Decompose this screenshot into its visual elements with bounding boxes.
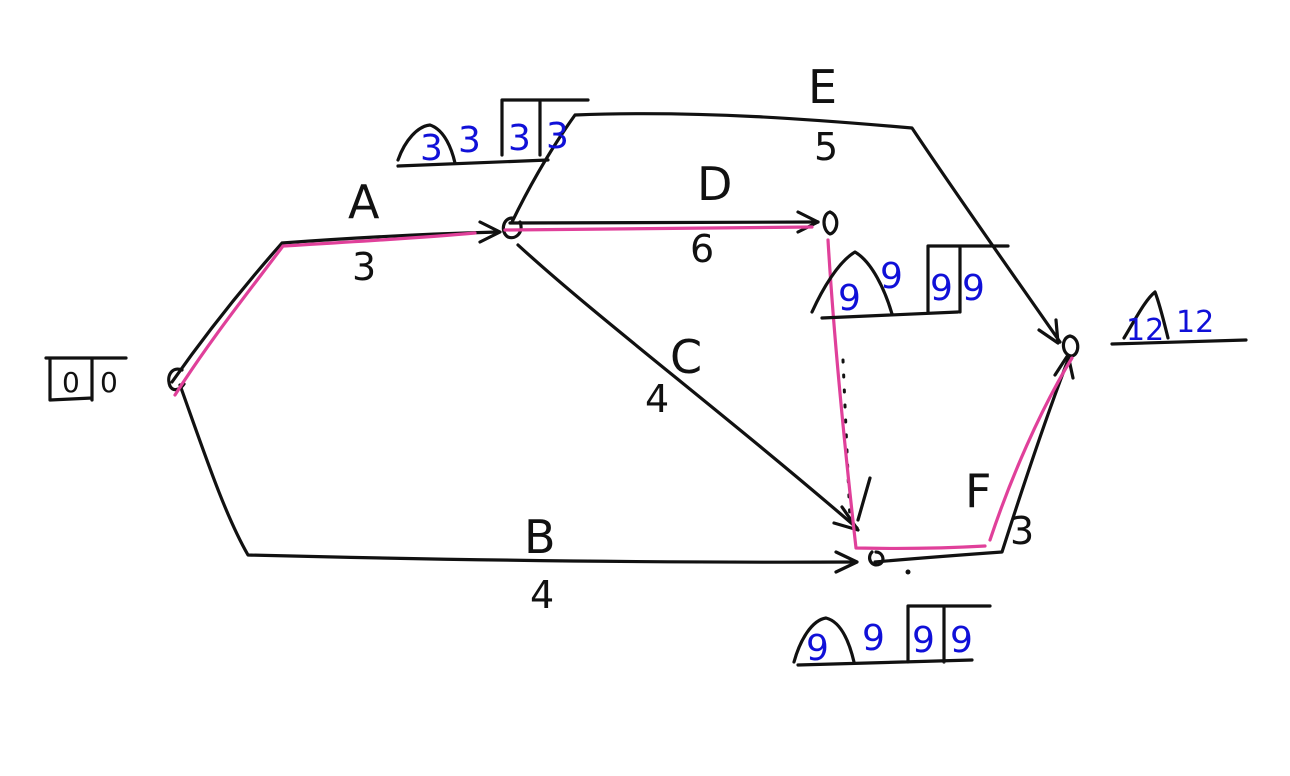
end-tri-left: 12 — [1126, 313, 1164, 348]
start-box-right: 0 — [100, 366, 118, 399]
duration-e: 5 — [814, 125, 838, 169]
arrowhead-c — [832, 505, 860, 532]
arrow-e — [510, 112, 1062, 344]
node-4-box-left: 9 — [912, 620, 935, 661]
node-3 — [822, 210, 839, 236]
duration-c: 4 — [645, 377, 669, 421]
end-node-annotation: 12 12 — [1110, 290, 1248, 348]
duration-b: 4 — [530, 573, 554, 617]
duration-a: 3 — [352, 245, 376, 289]
node-4 — [867, 550, 885, 567]
node-4-frame — [792, 604, 992, 667]
arrowhead-dummy — [856, 476, 872, 522]
arrow-b — [178, 383, 857, 564]
arrow-d — [508, 220, 820, 225]
activity-labels: A 3 B 4 C 4 D 6 E 5 F 3 — [348, 60, 1034, 617]
node-2-annotation: 3 3 3 3 — [396, 98, 590, 169]
label-e: E — [808, 60, 837, 114]
node-3-box-left: 9 — [930, 268, 953, 309]
critical-path — [173, 225, 1074, 550]
node-3-tri-right: 9 — [880, 256, 903, 297]
start-box — [44, 356, 128, 402]
node-4-annotation: 9 9 9 9 — [792, 604, 992, 669]
node-2-frame — [396, 98, 590, 168]
label-f: F — [965, 464, 991, 518]
node-4-tri-left: 9 — [806, 628, 829, 669]
label-d: D — [697, 157, 732, 211]
duration-d: 6 — [690, 227, 714, 271]
node-2-box-right: 3 — [546, 116, 569, 157]
arrowhead-e — [1037, 318, 1060, 345]
duration-f: 3 — [1010, 509, 1034, 553]
label-c: C — [670, 330, 702, 384]
label-b: B — [524, 510, 556, 564]
activity-arrows — [170, 112, 1075, 574]
node-2-tri-right: 3 — [458, 120, 481, 161]
node-end — [1061, 334, 1080, 358]
node-4-tri-right: 9 — [862, 618, 885, 659]
end-tri-right: 12 — [1176, 305, 1214, 340]
node-4-dot — [905, 569, 911, 575]
node-3-box-right: 9 — [962, 268, 985, 309]
arrow-a — [170, 230, 500, 384]
node-3-frame — [810, 244, 1010, 320]
arrowhead-a — [478, 220, 502, 244]
node-3-annotation: 9 9 9 9 — [810, 244, 1010, 320]
node-4-box-right: 9 — [950, 620, 973, 661]
node-2-tri-left: 3 — [420, 128, 443, 169]
start-box-left: 0 — [62, 366, 80, 399]
node-2-box-left: 3 — [508, 118, 531, 159]
arrow-f — [873, 358, 1070, 564]
label-a: A — [348, 175, 380, 229]
node-3-tri-left: 9 — [838, 278, 861, 319]
critical-path-line — [173, 225, 1074, 550]
arrow-c — [516, 243, 859, 530]
arrowhead-b — [834, 550, 859, 574]
end-node-frame — [1110, 290, 1248, 346]
start-node-annotation: 0 0 — [44, 356, 128, 402]
event-nodes — [167, 210, 1080, 575]
